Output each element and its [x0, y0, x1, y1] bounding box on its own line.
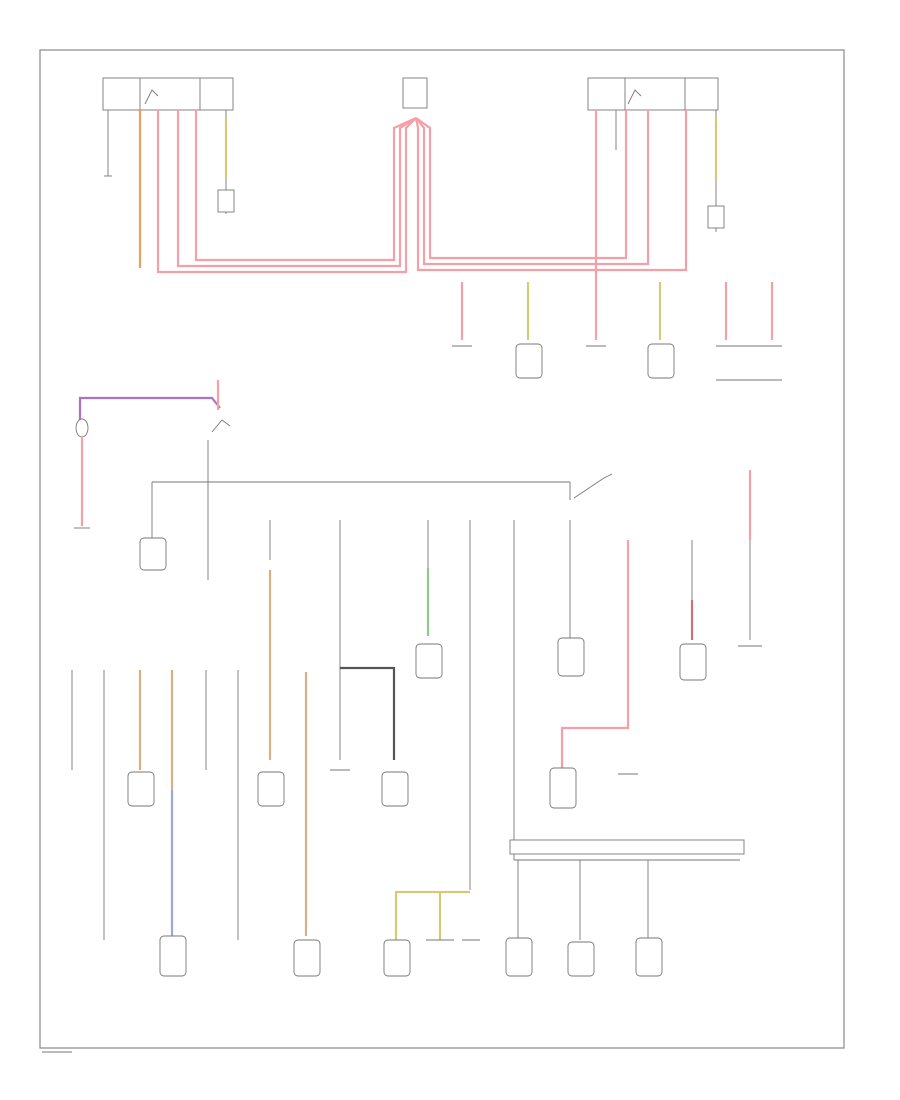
right-drop-wires [452, 282, 782, 381]
red-harness-top [156, 110, 688, 282]
diagram-frame [39, 49, 845, 1049]
top-right-fuse-block [587, 77, 719, 111]
lower-left-drops [71, 670, 321, 977]
fuse-column-drops [257, 470, 762, 890]
right-block-leads [615, 110, 725, 232]
lower-right-bus [383, 839, 745, 977]
left-block-leads [104, 110, 235, 214]
middle-bus [139, 473, 613, 580]
top-center-module [402, 77, 428, 109]
top-left-fuse-block [102, 77, 234, 111]
purple-branch [74, 380, 231, 529]
